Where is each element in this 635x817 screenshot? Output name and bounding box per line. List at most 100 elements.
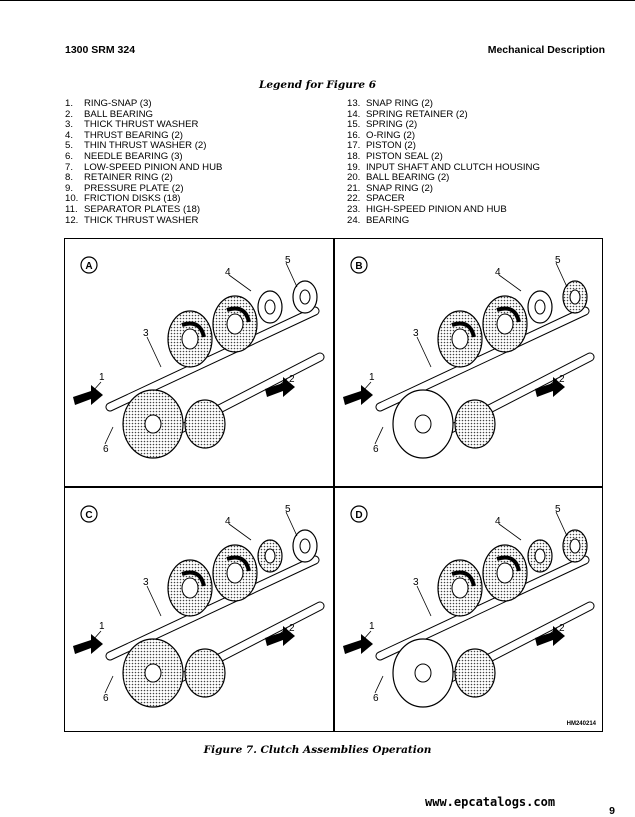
leader-line <box>362 630 372 641</box>
legend-item-number: 1. <box>65 98 74 109</box>
leader-line <box>92 381 102 392</box>
panel-letter: B <box>355 261 362 272</box>
callout-c2: 2 <box>559 623 565 634</box>
panel-letter-badge: D <box>350 505 368 523</box>
callout-c5: 5 <box>555 255 561 266</box>
panel-letter-badge: A <box>80 256 98 274</box>
leader-line <box>285 262 298 288</box>
legend-item-number: 14. <box>347 108 361 120</box>
legend-item-number: 19. <box>347 161 361 173</box>
legend-item: 2.BALL BEARING <box>65 108 222 121</box>
front-gear <box>392 638 454 708</box>
legend-item-number: 8. <box>65 172 74 184</box>
callout-c6: 6 <box>103 693 109 704</box>
clutch-pack-lower <box>184 399 226 449</box>
panel-letter: D <box>355 510 362 521</box>
legend-item-number: 10. <box>65 193 79 205</box>
legend-item-label: THIN THRUST WASHER (2) <box>84 140 207 152</box>
callout-c1: 1 <box>99 621 105 632</box>
leader-line <box>276 627 288 637</box>
section-title: Mechanical Description <box>487 44 605 56</box>
panel-divider-horizontal <box>65 486 602 488</box>
clutch-pack <box>482 544 528 602</box>
clutch-pack <box>562 280 588 314</box>
leader-line <box>146 336 162 368</box>
clutch-pack <box>562 529 588 563</box>
page-number: 9 <box>609 805 615 817</box>
clutch-pack <box>482 295 528 353</box>
clutch-pack <box>257 539 283 573</box>
legend-item-number: 7. <box>65 161 74 173</box>
rotation-arrow <box>181 570 206 587</box>
callout-c6: 6 <box>103 444 109 455</box>
legend-item-number: 24. <box>347 214 361 226</box>
legend-item-number: 12. <box>65 214 79 226</box>
leader-line <box>104 426 114 445</box>
clutch-pack <box>437 559 483 617</box>
legend-item: 8. RETAINER RING (2) <box>65 172 222 184</box>
rotation-arrow <box>496 555 521 572</box>
clutch-pack <box>292 529 318 563</box>
figure-caption: Figure 7. Clutch Assemblies Operation <box>203 744 432 756</box>
rotation-arrow <box>181 321 206 338</box>
legend-item: 15. SPRING (2) <box>347 119 540 131</box>
callout-c4: 4 <box>225 516 231 527</box>
legend-item-number: 23. <box>347 203 361 215</box>
legend-item-number: 6. <box>65 150 74 162</box>
legend-item-label: LOW-SPEED PINION AND HUB <box>84 161 223 173</box>
callout-c2: 2 <box>289 623 295 634</box>
callout-c2: 2 <box>289 374 295 385</box>
legend-item: 13.SNAP RING (2) <box>347 98 540 110</box>
legend-item: 17.PISTON (2) <box>347 141 540 152</box>
input-arrow <box>343 385 373 405</box>
legend-item: 6.NEEDLE BEARING (3) <box>65 150 222 163</box>
panel-divider-vertical <box>333 239 335 731</box>
leader-line <box>228 274 252 292</box>
legend-column-right: 13.SNAP RING (2)14.SPRING RETAINER (2)15… <box>347 98 540 227</box>
legend-item-label: SNAP RING (2) <box>366 182 433 194</box>
legend-item-label: PRESSURE PLATE (2) <box>84 182 184 194</box>
legend-item-number: 20. <box>347 172 361 184</box>
panel-letter-badge: B <box>350 256 368 274</box>
input-arrow <box>343 634 373 654</box>
legend-item-number: 13. <box>347 98 361 109</box>
legend-item: 4.THRUST BEARING (2) <box>65 130 222 142</box>
clutch-pack <box>292 280 318 314</box>
callout-c5: 5 <box>555 504 561 515</box>
legend-item: 24.BEARING <box>347 214 540 227</box>
legend-item-label: O-RING (2) <box>366 129 416 141</box>
leader-line <box>555 511 568 537</box>
legend-item-label: BALL BEARING <box>84 108 153 120</box>
leader-line <box>146 585 162 617</box>
leader-line <box>416 336 432 368</box>
callout-c1: 1 <box>99 372 105 383</box>
legend-item-number: 11. <box>65 203 78 215</box>
callout-c1: 1 <box>369 621 375 632</box>
callout-c6: 6 <box>373 444 379 455</box>
legend-item-label: RING-SNAP (3) <box>84 98 152 109</box>
legend-item-label: THICK THRUST WASHER <box>84 214 199 226</box>
rotation-arrow <box>226 306 251 323</box>
legend-item-number: 15. <box>347 119 361 131</box>
legend-item: 19.INPUT SHAFT AND CLUTCH HOUSING <box>347 161 540 174</box>
legend-item-label: SPRING (2) <box>366 119 418 131</box>
leader-line <box>285 511 298 537</box>
legend-item-label: SEPARATOR PLATES (18) <box>84 203 201 215</box>
clutch-pack-lower <box>454 399 496 449</box>
leader-line <box>498 523 522 541</box>
legend-item: 18.PISTON SEAL (2) <box>347 151 540 163</box>
leader-line <box>374 675 384 694</box>
callout-c5: 5 <box>285 504 291 515</box>
legend-item-number: 22. <box>347 193 361 205</box>
legend-item: 20.BALL BEARING (2) <box>347 172 540 184</box>
legend-item: 21.SNAP RING (2) <box>347 182 540 195</box>
legend-item-label: SPACER <box>366 193 405 205</box>
legend-item-label: RETAINER RING (2) <box>84 172 173 184</box>
clutch-pack <box>167 310 213 368</box>
clutch-pack <box>527 290 553 324</box>
panel-letter: A <box>85 261 92 272</box>
legend-title: Legend for Figure 6 <box>258 79 377 91</box>
